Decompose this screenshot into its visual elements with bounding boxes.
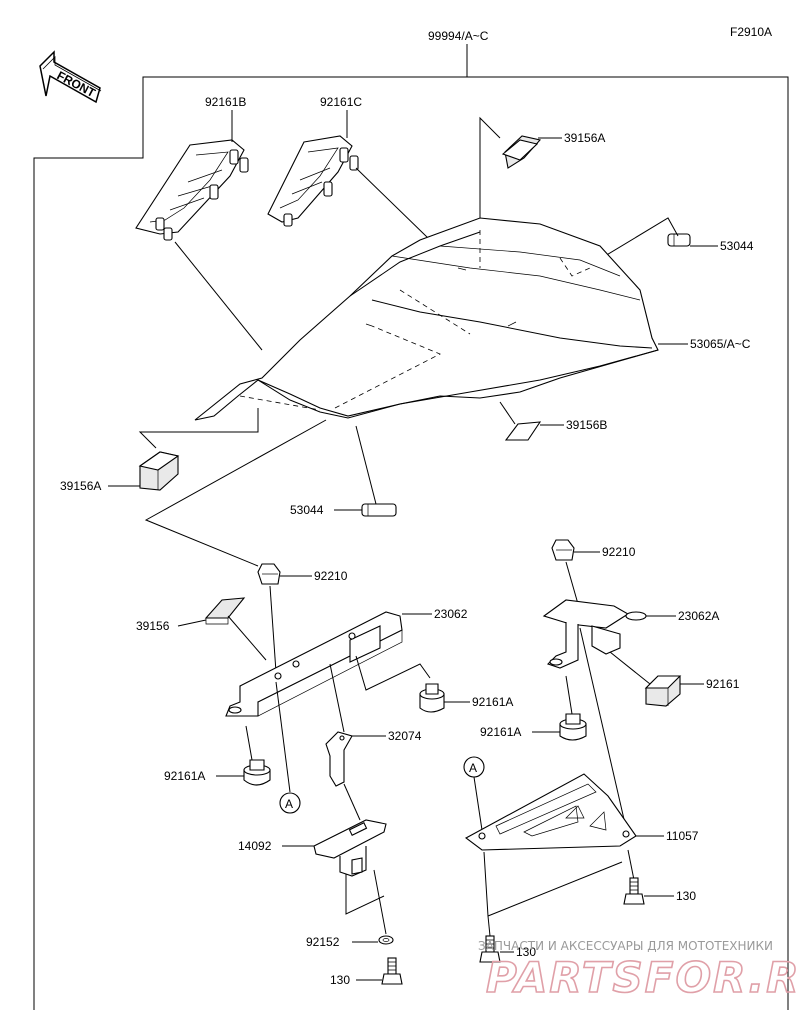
pad-small: 39156	[136, 597, 267, 661]
bolt-bottom: 130	[330, 957, 403, 987]
label-39156A-left: 39156A	[60, 479, 101, 493]
label-53044-top: 53044	[720, 239, 754, 253]
label-92161A-right: 92161A	[480, 725, 521, 739]
plate: 11057	[464, 773, 699, 937]
svg-text:A: A	[285, 797, 293, 811]
label-14092: 14092	[238, 839, 272, 853]
label-92161A-center: 92161A	[472, 695, 513, 709]
bolt-plate-left: 130	[479, 935, 536, 963]
pad-left: 39156A	[60, 408, 259, 493]
front-label: FRONT	[55, 68, 99, 100]
figure-code: F2910A	[730, 25, 772, 39]
watermark-line1: ЗАПЧАСТИ И АКСЕССУАРЫ ДЛЯ МОТОТЕХНИКИ	[478, 939, 773, 953]
damper-left: 92161A	[164, 725, 271, 786]
damper-center: 92161A	[355, 655, 513, 713]
label-11057: 11057	[666, 829, 699, 843]
label-92152: 92152	[306, 935, 340, 949]
label-39156: 39156	[136, 619, 170, 633]
label-92210-left: 92210	[314, 569, 348, 583]
holder: 14092	[238, 819, 387, 935]
washer: 92152	[306, 935, 394, 949]
label-130-bottom: 130	[330, 973, 350, 987]
circle-a-left: A	[279, 792, 301, 814]
pad-lower-right: 39156B	[499, 401, 607, 441]
label-23062: 23062	[434, 607, 468, 621]
damper-right-pad: 92161	[644, 675, 740, 707]
seat-cowl: 53065/A~C	[194, 217, 751, 421]
label-92161C: 92161C	[320, 95, 362, 109]
nut-left: 92210	[144, 419, 348, 673]
svg-text:A: A	[469, 761, 477, 775]
label-39156A-top: 39156A	[564, 131, 605, 145]
label-53044-lower: 53044	[290, 503, 324, 517]
label-92161: 92161	[706, 677, 740, 691]
front-arrow-icon: FRONT	[39, 50, 102, 104]
clip-lower: 53044	[290, 425, 397, 517]
label-130-plate-right: 130	[676, 889, 696, 903]
label-53065: 53065/A~C	[690, 337, 751, 351]
label-39156B: 39156B	[566, 418, 607, 432]
watermark: ЗАПЧАСТИ И АКСЕССУАРЫ ДЛЯ МОТОТЕХНИКИ PA…	[478, 939, 800, 1003]
label-130-plate-left: 130	[516, 945, 536, 959]
cap-bracket-left: 92161B	[135, 95, 263, 351]
label-92161A-left: 92161A	[164, 769, 205, 783]
nut-right: 92210	[551, 539, 636, 605]
label-92161B: 92161B	[205, 95, 246, 109]
label-32074: 32074	[388, 729, 422, 743]
damper-right: 92161A	[480, 675, 587, 741]
cap-bracket-right: 92161C	[267, 95, 429, 239]
bolt-plate-right: 130	[623, 877, 696, 905]
watermark-line2: PARTSFOR.RU	[486, 953, 800, 1002]
assembly-frame: 99994/A~C	[33, 29, 789, 1010]
pad-top: 39156A	[479, 116, 605, 266]
bracket-right: 23062A	[542, 599, 719, 829]
label-99994: 99994/A~C	[428, 29, 489, 43]
circle-a-right: A	[463, 756, 485, 831]
label-92210-right: 92210	[602, 545, 636, 559]
stay: 32074	[325, 663, 422, 821]
bracket-left: 23062	[225, 607, 468, 793]
label-23062A: 23062A	[678, 609, 719, 623]
clip-top: 53044	[594, 217, 754, 263]
